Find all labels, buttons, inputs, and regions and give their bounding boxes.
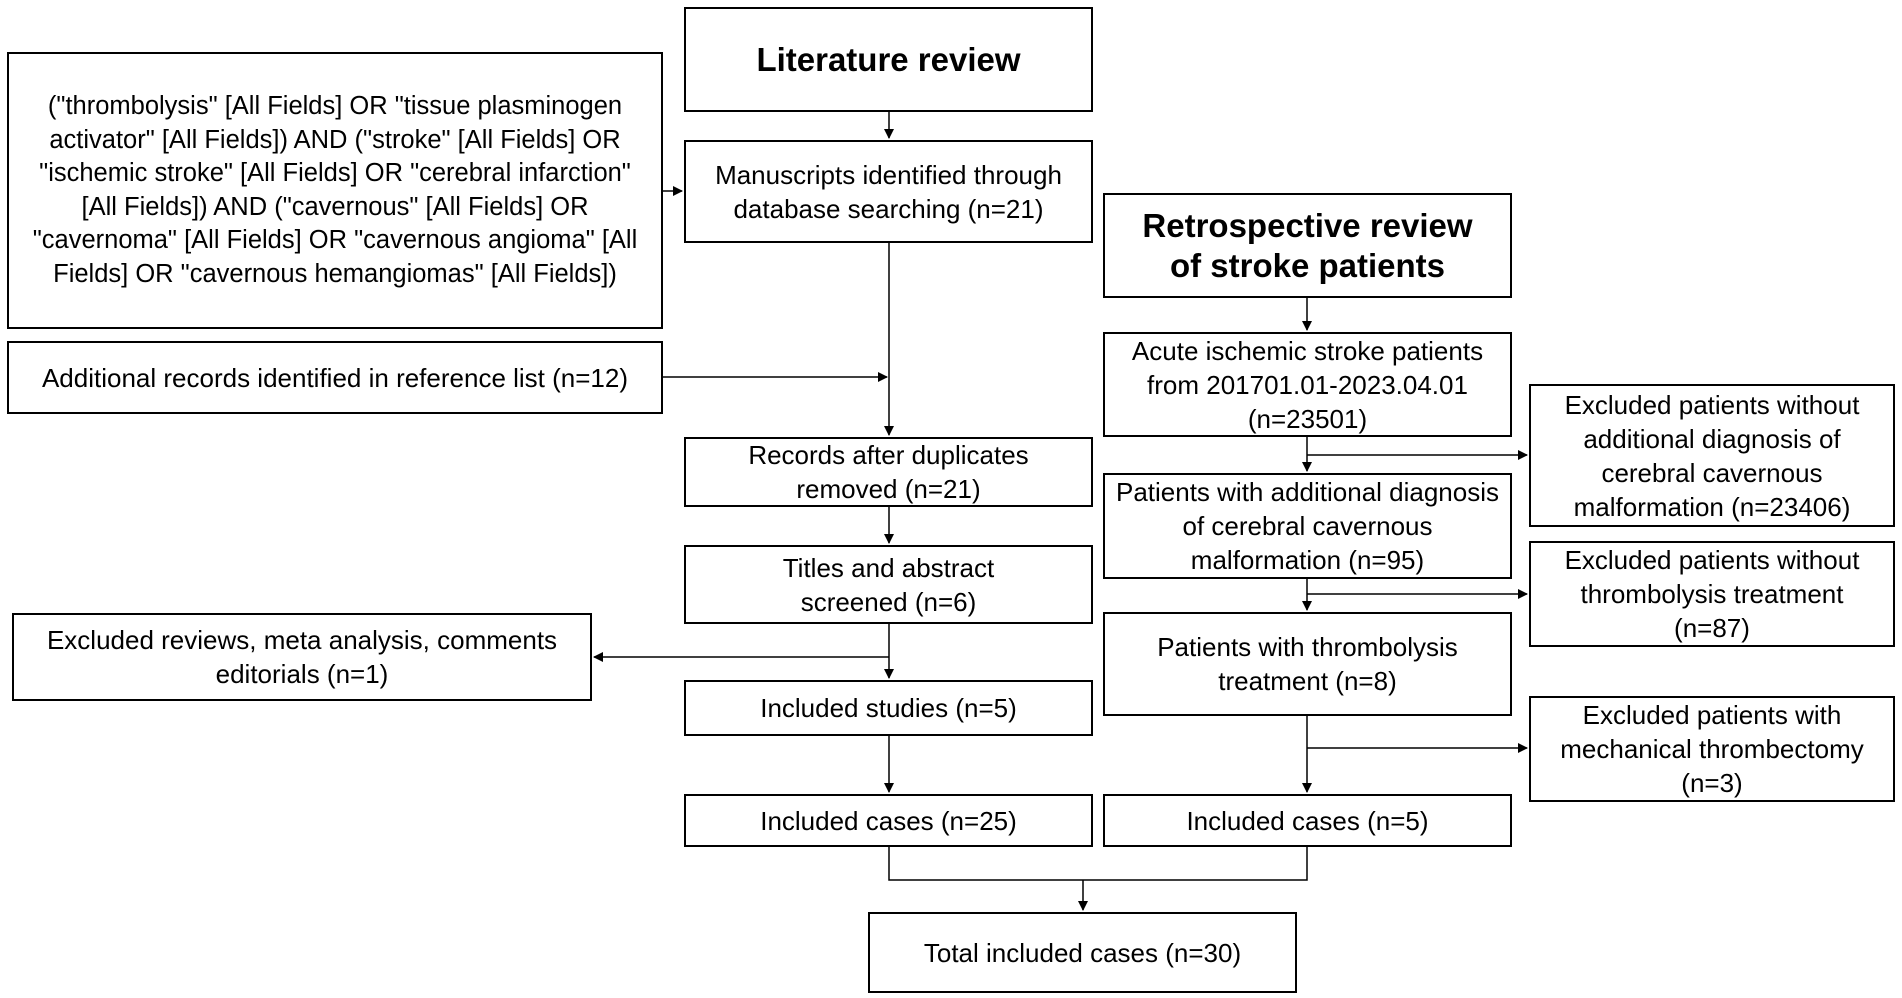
after-duplicates-text: Records after duplicates removed (n=21) — [748, 440, 1029, 504]
excluded-thrombectomy-box: Excluded patients with mechanical thromb… — [1529, 696, 1895, 802]
identified-records-text: Manuscripts identified through database … — [715, 159, 1062, 224]
excluded-thrombectomy-text: Excluded patients with mechanical thromb… — [1560, 700, 1864, 798]
included-studies-box: Included studies (n=5) — [684, 680, 1093, 736]
total-included-box: Total included cases (n=30) — [868, 912, 1297, 993]
ccm-patients-box: Patients with additional diagnosis of ce… — [1103, 473, 1512, 579]
literature-included-cases-text: Included cases (n=25) — [760, 805, 1017, 836]
retrospective-review-title: Retrospective review of stroke patients — [1103, 193, 1512, 298]
acute-patients-text: Acute ischemic stroke patients from 2017… — [1131, 335, 1484, 434]
ccm-patients-text: Patients with additional diagnosis of ce… — [1115, 477, 1500, 575]
total-included-text: Total included cases (n=30) — [923, 937, 1242, 968]
literature-review-title: Literature review — [684, 7, 1093, 112]
merge-line — [888, 847, 1308, 881]
search-query-text: ("thrombolysis" [All Fields] OR "tissue … — [32, 92, 638, 288]
excluded-no-thrombolysis-box: Excluded patients without thrombolysis t… — [1529, 541, 1895, 647]
after-duplicates-box: Records after duplicates removed (n=21) — [684, 437, 1093, 507]
retrospective-included-cases-text: Included cases (n=5) — [1186, 805, 1429, 836]
identified-records-box: Manuscripts identified through database … — [684, 140, 1093, 243]
literature-included-cases-box: Included cases (n=25) — [684, 794, 1093, 847]
retrospective-included-cases-box: Included cases (n=5) — [1103, 794, 1512, 847]
additional-records-box: Additional records identified in referen… — [7, 341, 663, 414]
thrombolysis-patients-box: Patients with thrombolysis treatment (n=… — [1103, 612, 1512, 716]
screened-box: Titles and abstract screened (n=6) — [684, 545, 1093, 624]
excluded-no-ccm-text: Excluded patients without additional dia… — [1564, 389, 1860, 522]
included-studies-text: Included studies (n=5) — [760, 693, 1017, 723]
additional-records-text: Additional records identified in referen… — [41, 362, 629, 393]
excluded-no-thrombolysis-text: Excluded patients without thrombolysis t… — [1564, 545, 1860, 643]
thrombolysis-patients-text: Patients with thrombolysis treatment (n=… — [1157, 632, 1458, 696]
excluded-reviews-box: Excluded reviews, meta analysis, comment… — [12, 613, 592, 701]
excluded-reviews-text: Excluded reviews, meta analysis, comment… — [46, 625, 558, 689]
retrospective-review-title-text: Retrospective review of stroke patients — [1142, 206, 1473, 284]
literature-review-title-text: Literature review — [756, 40, 1021, 78]
excluded-no-ccm-box: Excluded patients without additional dia… — [1529, 384, 1895, 527]
acute-patients-box: Acute ischemic stroke patients from 2017… — [1103, 332, 1512, 437]
screened-text: Titles and abstract screened (n=6) — [782, 552, 995, 617]
search-query-box: ("thrombolysis" [All Fields] OR "tissue … — [7, 52, 663, 329]
